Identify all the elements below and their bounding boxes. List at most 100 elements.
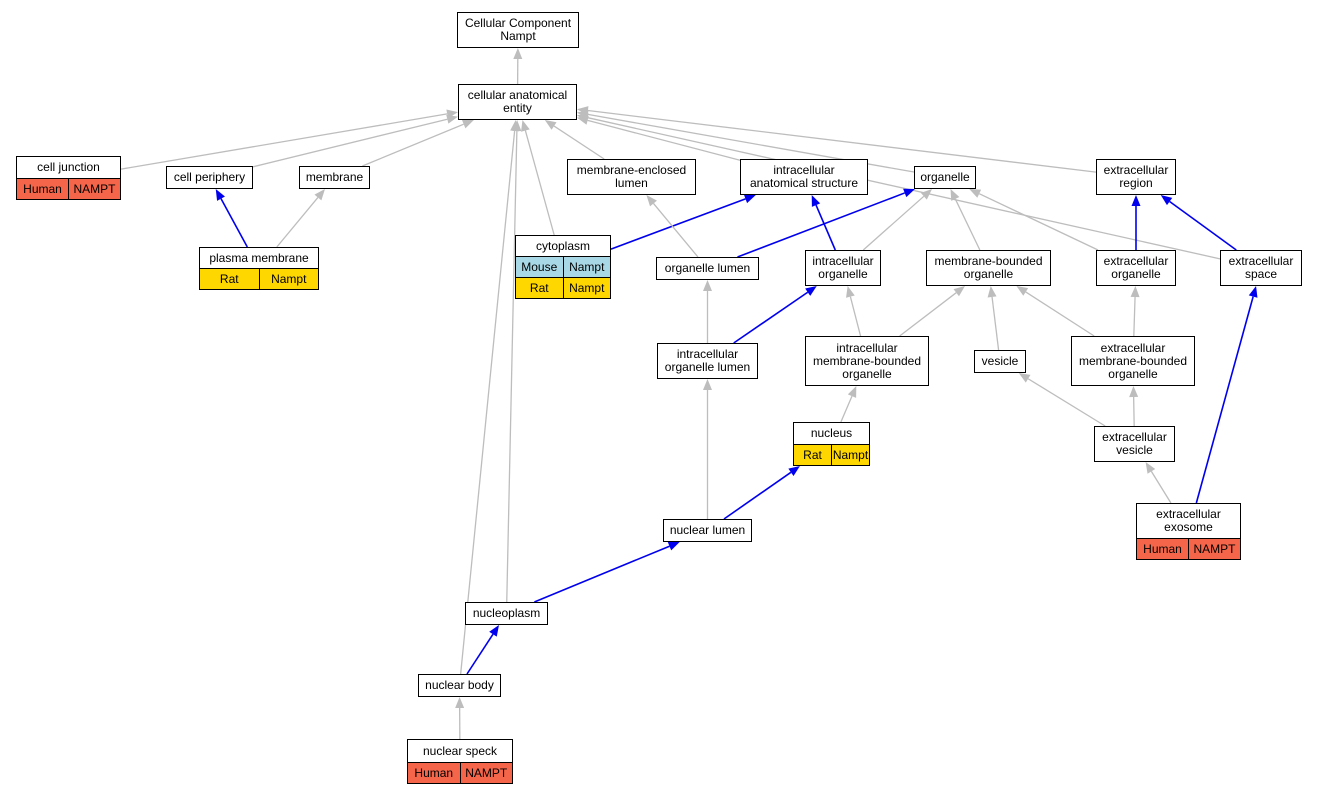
species-cell: Rat [803, 447, 822, 462]
edge-line [991, 296, 1000, 351]
term-label-line: organelle lumen [664, 261, 751, 275]
edge-line [815, 204, 837, 251]
term-label-line: membrane-bounded [812, 353, 922, 368]
term-label-line: extracellular [1103, 163, 1169, 177]
gene-cell: NAMPT [459, 763, 513, 783]
term-label-line: membrane [305, 170, 364, 184]
term-label-line: membrane-bounded [1078, 353, 1188, 368]
edge-iol-to-io [733, 286, 817, 344]
edge-cae-to-root [513, 48, 523, 85]
term-node-ves[interactable]: vesicle [974, 350, 1026, 373]
term-node-mem[interactable]: membrane [299, 166, 370, 189]
edge-embo-to-mbo [1016, 286, 1095, 337]
term-node-nb[interactable]: nuclear body [418, 674, 501, 697]
arrowhead-icon [513, 48, 523, 60]
edge-line [1169, 200, 1237, 251]
term-label-line: nucleus [810, 426, 853, 440]
arrowhead-icon [646, 195, 657, 207]
edge-imbo-to-io [846, 286, 862, 337]
arrowhead-icon [847, 386, 857, 398]
edge-line [587, 117, 1221, 260]
arrowhead-icon [743, 194, 756, 204]
term-label: nucleoplasm [466, 603, 547, 624]
arrowhead-icon [846, 286, 855, 298]
term-label-line: lumen [615, 176, 648, 190]
term-label-line: organelle lumen [664, 360, 751, 374]
edge-line [849, 296, 862, 337]
edge-nb-to-cae [459, 120, 520, 675]
edge-line [1133, 296, 1136, 337]
term-node-org[interactable]: organelle [914, 166, 976, 189]
edge-line [362, 123, 464, 167]
arrowhead-icon [489, 625, 499, 637]
term-node-ol[interactable]: organelle lumen [656, 257, 759, 280]
edge-mbo-to-org [950, 189, 981, 251]
arrowhead-icon [1129, 386, 1139, 398]
term-label-line: cell junction [37, 160, 100, 174]
term-label-line: organelle [842, 366, 892, 381]
edge-line [220, 198, 249, 248]
term-label-line: nuclear speck [422, 743, 498, 758]
term-label-line: vesicle [981, 354, 1019, 368]
term-label-line: Cellular Component [464, 16, 572, 30]
edge-ol-to-org [737, 188, 915, 258]
arrowhead-icon [953, 286, 965, 297]
term-node-cp[interactable]: cell periphery [166, 166, 253, 189]
edge-line [120, 113, 448, 170]
term-node-np[interactable]: nucleoplasm [465, 602, 548, 625]
edge-exo-to-es [1195, 286, 1258, 504]
term-label-line: membrane-enclosed [576, 163, 687, 177]
annotation-row: Rat Nampt [516, 277, 610, 298]
arrowhead-icon [903, 188, 915, 198]
arrowhead-icon [987, 286, 997, 298]
edge-cj-to-cae [120, 109, 458, 170]
species-cell: Rat [529, 280, 549, 295]
term-label-line: extracellular [1100, 340, 1166, 355]
edge-line [1027, 378, 1106, 427]
edge-pm-to-cp [215, 189, 249, 248]
term-label-line: organelle [818, 267, 868, 281]
term-label: cell periphery [167, 167, 252, 188]
term-label-line: cytoplasm [535, 238, 591, 253]
term-label-line: region [1119, 176, 1153, 190]
edge-line [459, 130, 516, 675]
term-node-nl[interactable]: nuclear lumen [663, 519, 752, 542]
gene-cell: Nampt [562, 278, 611, 298]
edge-cyt-to-ias [610, 194, 756, 250]
edge-line [862, 195, 925, 251]
gene-cell: NAMPT [1188, 539, 1240, 559]
arrowhead-icon [1160, 195, 1173, 206]
edge-line [1195, 296, 1254, 504]
term-label: nucleus [794, 423, 869, 444]
arrowhead-icon [544, 120, 557, 130]
